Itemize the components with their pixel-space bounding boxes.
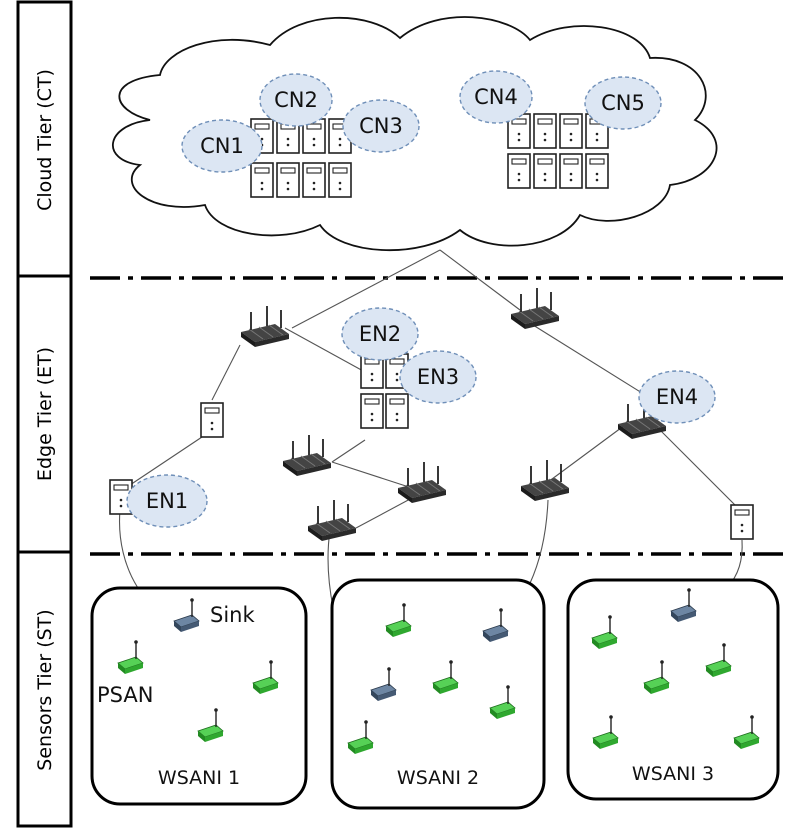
en2-node: EN2 [341,307,419,361]
cloud-tier-label: Cloud Tier (CT) [34,69,56,211]
en2-label: EN2 [359,322,401,346]
cn3-node: CN3 [342,99,420,153]
en4-node: EN4 [638,370,716,424]
cn2-node: CN2 [259,73,333,127]
en4-label: EN4 [656,385,698,409]
server-icon [328,162,352,198]
server-icon [730,504,754,540]
en3-label: EN3 [417,365,459,389]
server-icon [360,393,384,429]
router-icon [397,461,447,504]
server-icon [200,402,224,438]
wsani-1-label: WSANI 1 [158,767,240,789]
router-icon [520,459,570,502]
cn1-node: CN1 [181,119,263,173]
wsani-3-box [566,578,780,801]
server-icon [585,153,609,189]
en1-label: EN1 [146,489,188,513]
sensors-tier-box [16,550,73,828]
en1-node: EN1 [126,474,208,528]
tier-column: Cloud Tier (CT) Edge Tier (ET) Sensors T… [16,0,73,828]
wsani-2-label: WSANI 2 [397,767,479,789]
sensors-tier-label: Sensors Tier (ST) [34,609,56,770]
cn2-label: CN2 [274,88,318,112]
cloud-tier-box [16,0,73,278]
wsani-3-label: WSANI 3 [632,763,714,785]
router-icon [307,499,357,542]
router-icon [240,305,290,348]
router-icon [282,434,332,477]
server-icon [559,153,583,189]
edge-nodes: EN1 EN2 EN3 EN4 [126,307,716,528]
cn1-label: CN1 [200,134,244,158]
psan-label: PSAN [97,683,153,707]
server-icon [533,153,557,189]
server-icon [507,153,531,189]
cloud-nodes: CN1 CN2 CN3 CN4 CN5 [181,70,662,173]
cn3-label: CN3 [359,114,403,138]
sensor-networks [90,578,780,810]
cn4-label: CN4 [474,85,518,109]
cn4-node: CN4 [459,70,533,124]
server-icon [302,162,326,198]
edge-routers [240,287,667,542]
server-icon [385,393,409,429]
cn5-label: CN5 [601,91,645,115]
sink-label: Sink [210,603,255,627]
cn5-node: CN5 [584,76,662,130]
server-icon [559,113,583,149]
wsani-1-box [90,586,308,806]
edge-tier-label: Edge Tier (ET) [34,347,56,481]
server-icon [533,113,557,149]
server-icon [276,162,300,198]
server-icon [250,162,274,198]
en3-node: EN3 [399,350,477,404]
